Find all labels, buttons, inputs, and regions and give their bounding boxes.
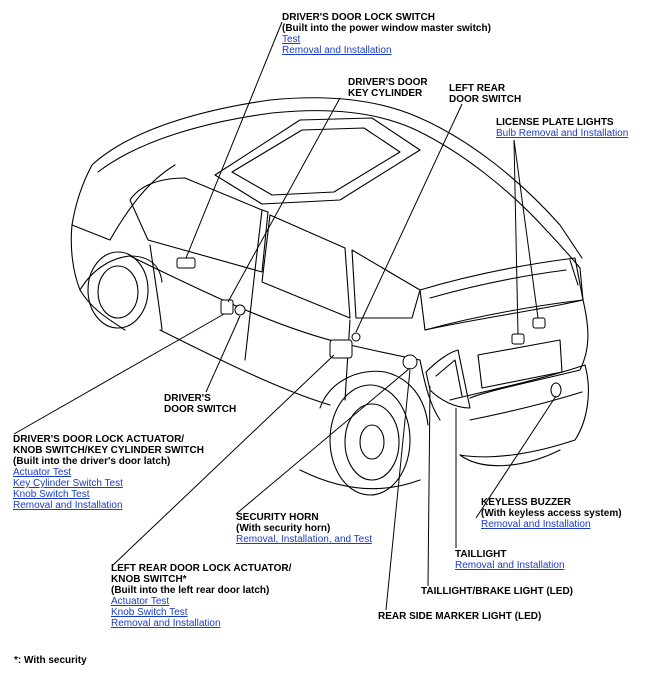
- vehicle-body: [70, 97, 589, 496]
- link-test[interactable]: Test: [282, 34, 301, 45]
- link-removal-installation[interactable]: Removal and Installation: [282, 45, 392, 56]
- link-removal-installation[interactable]: Removal and Installation: [13, 500, 123, 511]
- label-drivers-door-switch: DRIVER'S DOOR SWITCH: [164, 393, 236, 415]
- label-title-line1: DRIVER'S: [164, 393, 211, 404]
- label-title-line1: DRIVER'S DOOR: [348, 77, 428, 88]
- label-drivers-door-lock-switch: DRIVER'S DOOR LOCK SWITCH (Built into th…: [282, 12, 491, 56]
- link-removal-installation[interactable]: Removal and Installation: [481, 519, 591, 530]
- label-subtitle: (Built into the driver's door latch): [13, 456, 171, 467]
- link-bulb-removal-installation[interactable]: Bulb Removal and Installation: [496, 128, 629, 139]
- label-title-line2: DOOR SWITCH: [164, 404, 237, 415]
- label-title: DRIVER'S DOOR LOCK SWITCH: [282, 12, 435, 23]
- link-key-cylinder-switch-test[interactable]: Key Cylinder Switch Test: [13, 478, 123, 489]
- label-security-horn: SECURITY HORN (With security horn) Remov…: [236, 512, 372, 545]
- license-light-right-icon: [532, 317, 546, 329]
- label-title: TAILLIGHT: [455, 549, 507, 560]
- label-subtitle: (Built into the power window master swit…: [282, 23, 491, 34]
- link-actuator-test[interactable]: Actuator Test: [111, 596, 170, 607]
- label-title: TAILLIGHT/BRAKE LIGHT (LED): [421, 586, 574, 597]
- label-drivers-door-lock-actuator: DRIVER'S DOOR LOCK ACTUATOR/ KNOB SWITCH…: [13, 434, 204, 511]
- label-title-line1: LEFT REAR: [449, 83, 506, 94]
- door-lock-switch-icon: [176, 257, 196, 269]
- rear-door-switch-icon: [351, 332, 361, 342]
- label-left-rear-door-switch: LEFT REAR DOOR SWITCH: [449, 83, 521, 105]
- link-knob-switch-test[interactable]: Knob Switch Test: [13, 489, 90, 500]
- link-knob-switch-test[interactable]: Knob Switch Test: [111, 607, 188, 618]
- license-light-left-icon: [511, 333, 525, 345]
- label-title-line1: DRIVER'S DOOR LOCK ACTUATOR/: [13, 434, 185, 445]
- rear-door-actuator-icon: [329, 339, 353, 359]
- security-horn-icon: [402, 354, 418, 370]
- label-title-line2: KNOB SWITCH*: [111, 574, 187, 585]
- label-drivers-door-key-cylinder: DRIVER'S DOOR KEY CYLINDER: [348, 77, 428, 99]
- label-license-plate-lights: LICENSE PLATE LIGHTS Bulb Removal and In…: [496, 117, 628, 139]
- label-title: KEYLESS BUZZER: [481, 497, 572, 508]
- label-taillight-brake-light: TAILLIGHT/BRAKE LIGHT (LED): [421, 586, 573, 597]
- door-switch-icon: [234, 304, 246, 316]
- leader-lines: [13, 21, 557, 611]
- footnote: *: With security: [14, 655, 87, 666]
- label-title: SECURITY HORN: [236, 512, 319, 523]
- label-title-line2: DOOR SWITCH: [449, 94, 522, 105]
- label-taillight: TAILLIGHT Removal and Installation: [455, 549, 565, 571]
- link-removal-installation-test[interactable]: Removal, Installation, and Test: [236, 534, 373, 545]
- link-removal-installation[interactable]: Removal and Installation: [455, 560, 565, 571]
- label-rear-side-marker-light: REAR SIDE MARKER LIGHT (LED): [378, 611, 541, 622]
- label-title: REAR SIDE MARKER LIGHT (LED): [378, 611, 542, 622]
- label-title: LICENSE PLATE LIGHTS: [496, 117, 614, 128]
- component-shapes: [176, 257, 562, 398]
- label-left-rear-door-lock-actuator: LEFT REAR DOOR LOCK ACTUATOR/ KNOB SWITC…: [111, 563, 291, 629]
- label-subtitle: (Built into the left rear door latch): [111, 585, 270, 596]
- label-title-line2: KEY CYLINDER: [348, 88, 423, 99]
- label-subtitle: (With security horn): [236, 523, 331, 534]
- label-title-line1: LEFT REAR DOOR LOCK ACTUATOR/: [111, 563, 292, 574]
- keyless-buzzer-icon: [550, 382, 562, 398]
- link-actuator-test[interactable]: Actuator Test: [13, 467, 72, 478]
- label-subtitle: (With keyless access system): [481, 508, 622, 519]
- key-cylinder-icon: [220, 299, 234, 315]
- link-removal-installation[interactable]: Removal and Installation: [111, 618, 221, 629]
- label-title-line2: KNOB SWITCH/KEY CYLINDER SWITCH: [13, 445, 204, 456]
- label-keyless-buzzer: KEYLESS BUZZER (With keyless access syst…: [481, 497, 622, 530]
